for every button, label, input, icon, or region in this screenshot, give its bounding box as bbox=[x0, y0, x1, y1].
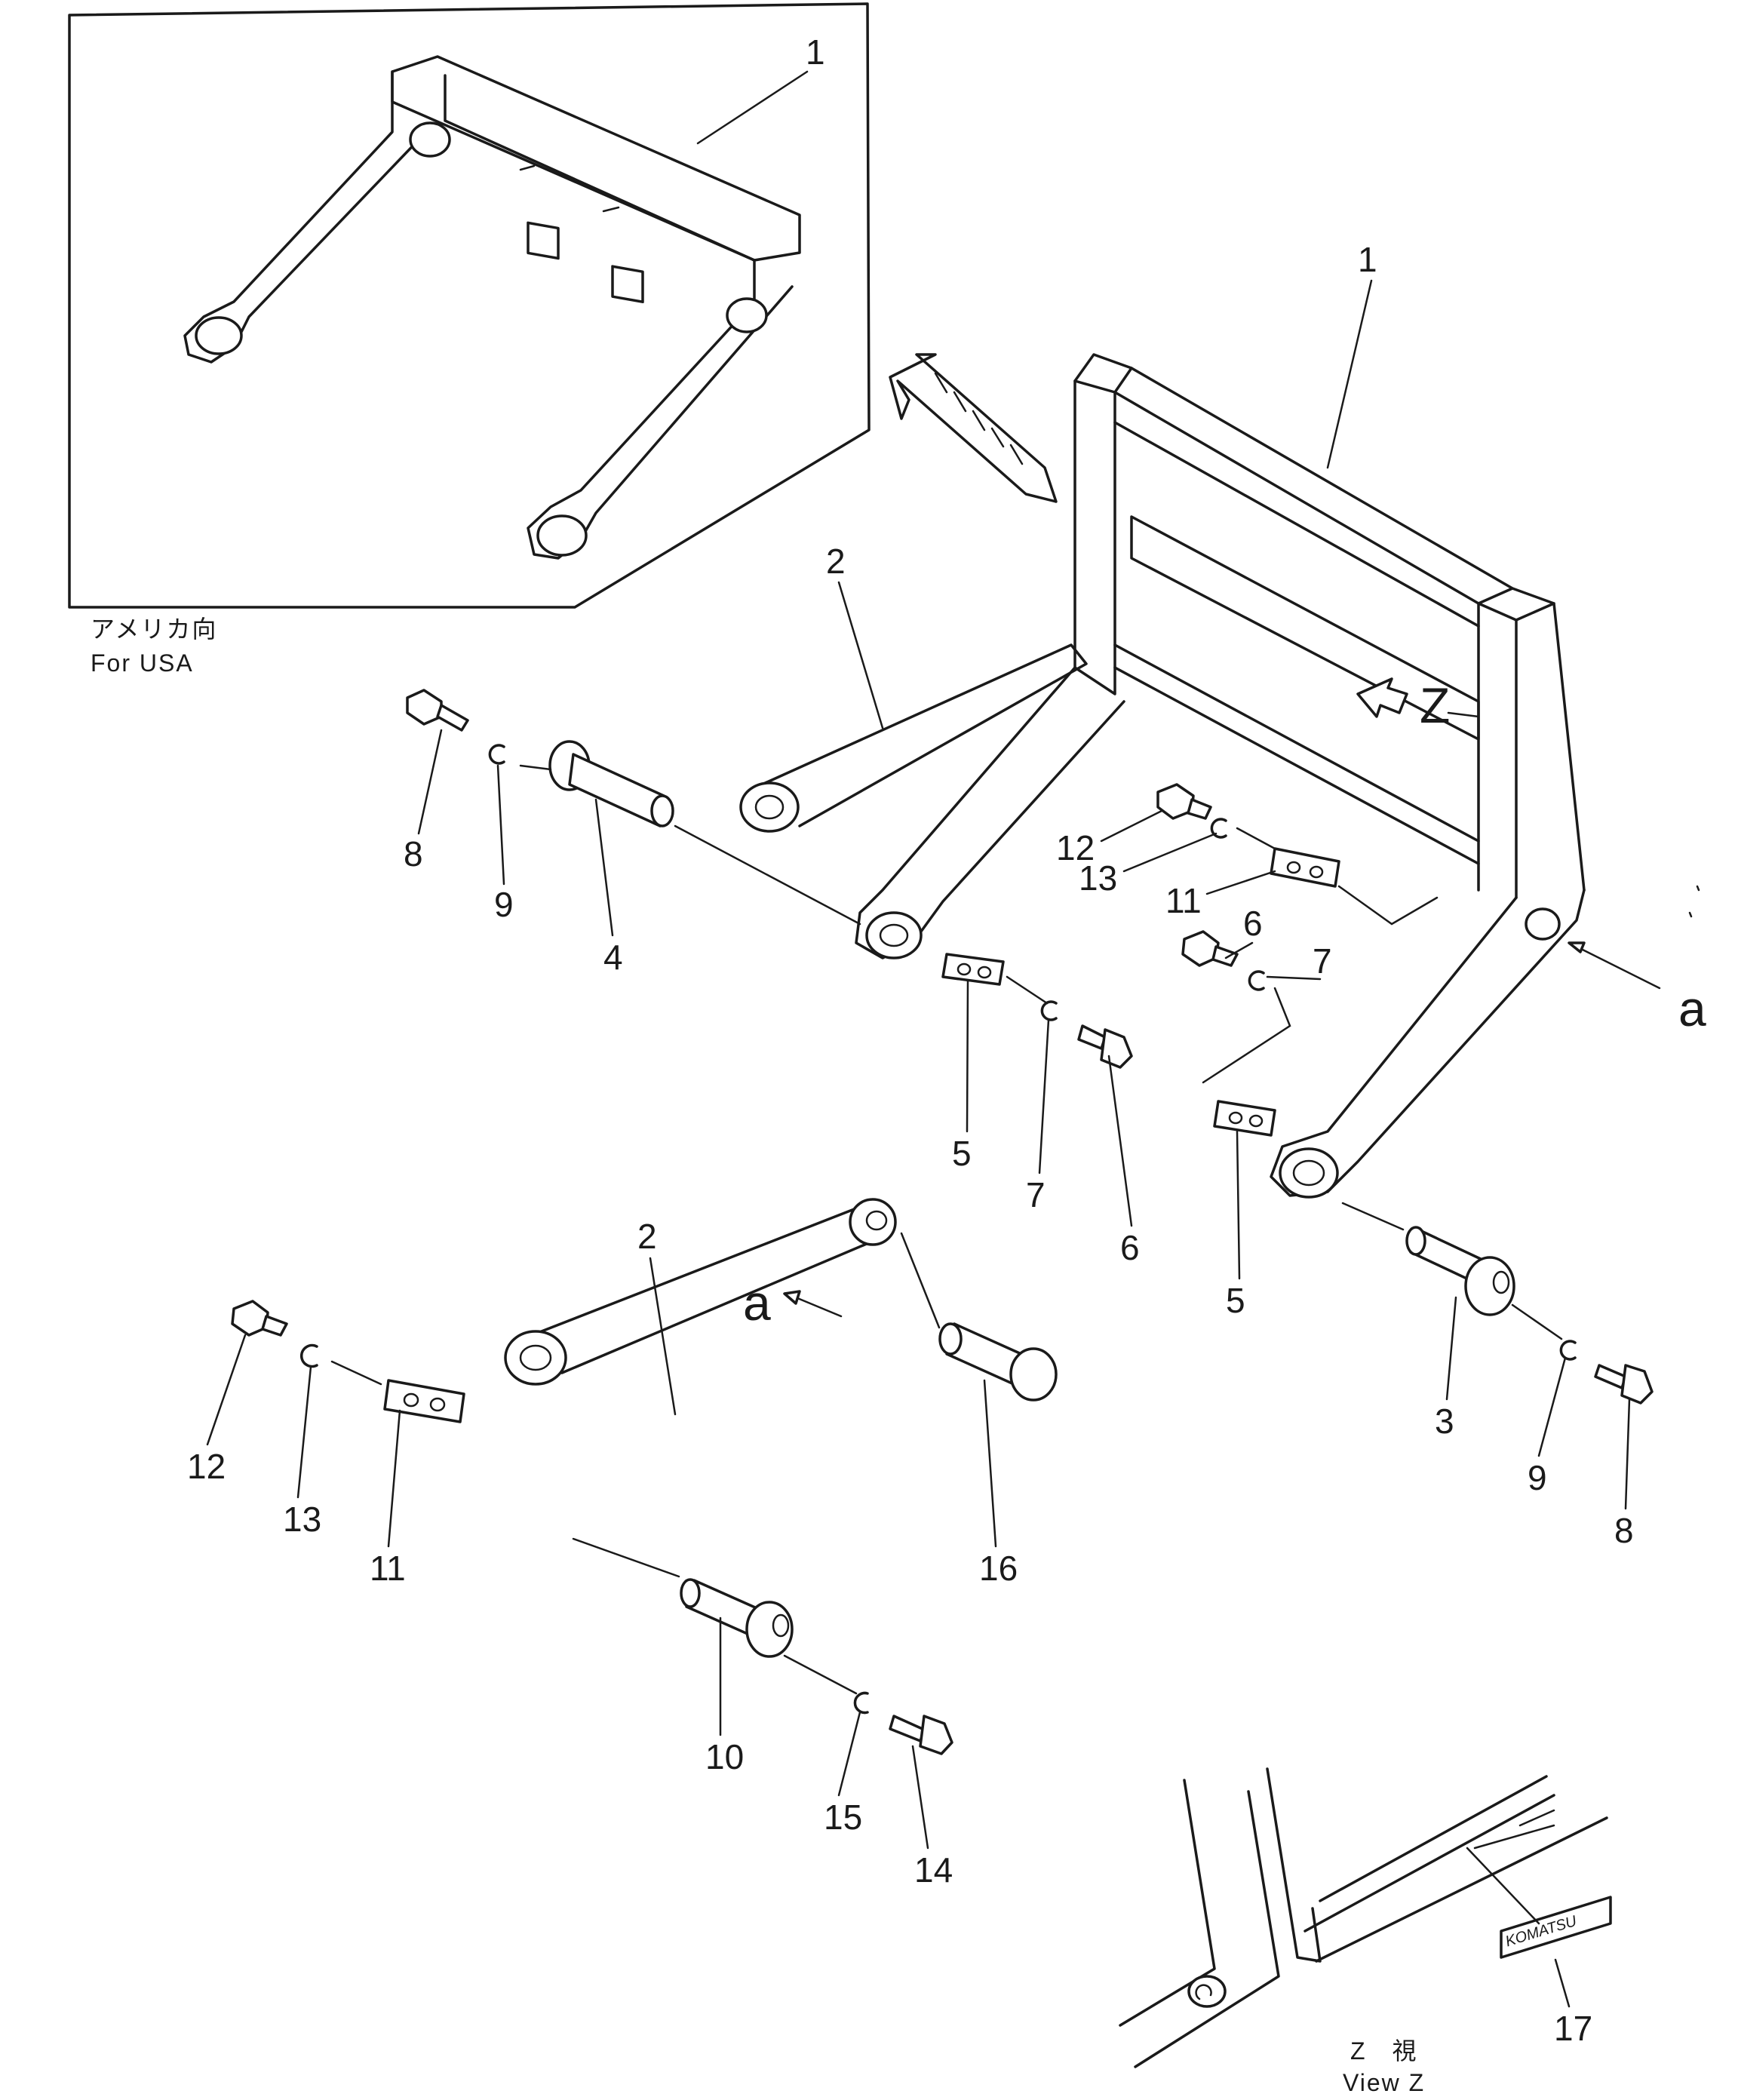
plate-5-mid-icon bbox=[941, 953, 1005, 986]
plate-11-lower-icon bbox=[383, 1379, 465, 1423]
callout-washer-lower: 13 bbox=[283, 1500, 321, 1539]
inset-caption-jp: アメリカ向 bbox=[91, 616, 217, 643]
callout-arm-upper: 2 bbox=[826, 542, 846, 581]
connector-a-lower: a bbox=[743, 1275, 771, 1331]
inset-panel: 1 bbox=[68, 2, 871, 609]
upper-arm-drawing bbox=[739, 643, 1088, 833]
washer-9-left-icon bbox=[488, 744, 505, 765]
bolt-8-left-icon bbox=[406, 689, 469, 732]
washer-15-icon bbox=[853, 1691, 869, 1715]
pin-4-left-icon bbox=[548, 740, 674, 827]
callout-bolt-pin-lower: 14 bbox=[914, 1850, 953, 1890]
callout-pin-arm-lower: 16 bbox=[979, 1549, 1018, 1588]
bolt-6-right-icon bbox=[1181, 930, 1239, 967]
pin-10-icon bbox=[680, 1578, 794, 1658]
connector-a-right: a bbox=[1678, 981, 1706, 1036]
callout-washer-right: 7 bbox=[1313, 941, 1332, 981]
callout-washer-upper: 13 bbox=[1079, 858, 1117, 898]
bolt-8-right-icon bbox=[1594, 1364, 1654, 1405]
callout-plate-lower: 11 bbox=[370, 1549, 406, 1588]
pin-3-right-icon bbox=[1405, 1226, 1515, 1316]
callout-bolt-lower: 12 bbox=[187, 1447, 226, 1486]
callout-bolt-upper: 12 bbox=[1056, 828, 1095, 867]
callout-washer-mid: 7 bbox=[1026, 1175, 1046, 1214]
view-caption-en: View Z bbox=[1343, 2069, 1425, 2096]
bolt-12-lower-icon bbox=[231, 1300, 288, 1337]
inset-callout: 1 bbox=[806, 32, 825, 72]
callout-washer-pin-lower: 15 bbox=[824, 1798, 862, 1837]
callout-bolt-mid: 6 bbox=[1120, 1228, 1140, 1267]
main-frame-drawing bbox=[855, 353, 1586, 1199]
callout-arm-lower: 2 bbox=[637, 1217, 657, 1256]
washer-13-lower-icon bbox=[300, 1343, 318, 1368]
callout-nameplate: 17 bbox=[1554, 2009, 1592, 2048]
callout-plate-mid: 5 bbox=[952, 1134, 972, 1173]
callout-plate-right: 5 bbox=[1226, 1281, 1245, 1320]
callout-bolt-far-right: 8 bbox=[1614, 1511, 1634, 1550]
washer-9-right-icon bbox=[1559, 1340, 1577, 1361]
callout-frame-main: 1 bbox=[1358, 240, 1377, 279]
pin-16-icon bbox=[938, 1322, 1058, 1402]
nameplate: KOMATSU bbox=[1500, 1896, 1612, 1959]
hatched-arrow-icon bbox=[889, 353, 1058, 503]
callout-bolt-left: 8 bbox=[404, 834, 423, 873]
plate-5-right-icon bbox=[1213, 1100, 1276, 1137]
callout-washer-far-right: 9 bbox=[1528, 1458, 1547, 1497]
bolt-6-mid-icon bbox=[1077, 1024, 1133, 1069]
view-caption-jp: Z 視 bbox=[1350, 2037, 1418, 2065]
view-z-letter: Z bbox=[1420, 677, 1450, 733]
view-z-detail: KOMATSU bbox=[1119, 1767, 1612, 2068]
callout-pin-left: 4 bbox=[603, 938, 623, 977]
lower-arm-drawing bbox=[504, 1198, 897, 1386]
washer-7-right-icon bbox=[1248, 970, 1265, 991]
callout-pin-right: 3 bbox=[1435, 1402, 1454, 1441]
inset-caption-en: For USA bbox=[91, 649, 194, 677]
bolt-12-upper-icon bbox=[1156, 783, 1212, 820]
washer-13-upper-icon bbox=[1210, 818, 1227, 839]
callout-bolt-right: 6 bbox=[1243, 904, 1263, 943]
callout-washer-left: 9 bbox=[494, 885, 514, 924]
plate-11-upper-icon bbox=[1270, 847, 1340, 888]
bolt-14-icon bbox=[889, 1715, 953, 1755]
callout-pin-lower: 10 bbox=[705, 1737, 744, 1776]
inset-frame-drawing bbox=[183, 55, 801, 560]
callout-plate-upper: 11 bbox=[1165, 881, 1202, 920]
washer-7-mid-icon bbox=[1040, 1000, 1058, 1021]
